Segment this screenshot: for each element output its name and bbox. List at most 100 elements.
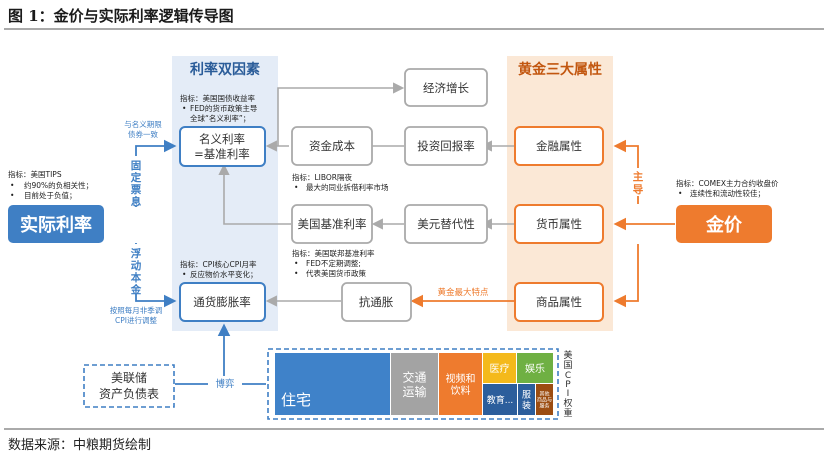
svg-text:息: 息 [131, 195, 142, 208]
inflation-label: 通货膨胀率 [193, 295, 251, 309]
svg-text:FED的货币政策主导: FED的货币政策主导 [190, 103, 258, 113]
nominal-indicator: 指标：美国国债收益率 • FED的货币政策主导 全球“名义利率”； [180, 93, 258, 123]
cpi-weights-treemap: 住宅交通运输视频和饮料医疗娱乐教育...服装其他商品与服务 美 国 C P I … [267, 348, 573, 420]
capital-cost-label: 资金成本 [309, 139, 355, 153]
svg-text:P: P [565, 380, 571, 390]
real-rate-label: 实际利率 [20, 214, 92, 236]
investment-return-node: 投资回报率 [404, 126, 488, 166]
cpi-block-education-label: 教育... [487, 394, 514, 406]
financial-attribute-node: 金融属性 [514, 126, 604, 166]
real-rate-indicator-line-1: 指标：美国TIPS [8, 169, 62, 179]
cpi-blocks: 住宅交通运输视频和饮料医疗娱乐教育...服装其他商品与服务 [275, 353, 553, 415]
libor-indicator: 指标：LIBOR隔夜 • 最大的同业拆借利率市场 [292, 172, 389, 192]
svg-text:动: 动 [131, 259, 142, 272]
cpi-block-medical: 医疗 [483, 353, 516, 383]
economic-growth-node: 经济增长 [404, 68, 488, 107]
svg-text:指标：COMEX主力合约收盘价: 指标：COMEX主力合约收盘价 [676, 178, 779, 188]
cpi-block-entertainment-label: 娱乐 [525, 362, 545, 375]
gray-connectors [218, 82, 514, 307]
fixed-term-label: 固 定 票 息 [128, 156, 144, 208]
svg-text:主: 主 [633, 170, 644, 183]
figure-title: 图 1：金价与实际利率逻辑传导图 [8, 7, 234, 25]
cpi-block-medical-label: 医疗 [490, 362, 510, 375]
gold-indicator: 指标：COMEX主力合约收盘价 • 连续性和流动性较佳； [676, 178, 779, 198]
nominal-rate-line-1: 名义利率 [199, 132, 245, 146]
usd-alternative-label: 美元替代性 [417, 217, 475, 231]
maturity-note-line-1: 与名义期限 [124, 119, 162, 129]
svg-text:固: 固 [131, 160, 142, 172]
svg-text:•: • [182, 104, 186, 113]
fed-indicator: 指标：美国联邦基准利率 • FED不定期调整; • 代表美国货币政策 [292, 248, 375, 278]
svg-text:指标：美国国债收益率: 指标：美国国债收益率 [180, 93, 255, 103]
svg-text:指标：美国联邦基准利率: 指标：美国联邦基准利率 [292, 248, 375, 258]
cpi-block-apparel-label: 装 [522, 399, 531, 411]
svg-text:定: 定 [130, 171, 142, 184]
svg-text:指标：LIBOR隔夜: 指标：LIBOR隔夜 [292, 172, 353, 182]
us-base-rate-node: 美国基准利率 [291, 204, 373, 244]
svg-text:•: • [294, 183, 298, 192]
svg-text:I: I [567, 389, 570, 399]
svg-text:本: 本 [131, 271, 142, 284]
svg-text:C: C [565, 371, 571, 381]
svg-text:指标：CPI核心CPI月率: 指标：CPI核心CPI月率 [180, 259, 257, 269]
source-note: 数据来源：中粮期货绘制 [8, 437, 151, 453]
cpi-block-housing-label: 住宅 [281, 391, 311, 409]
svg-text:代表美国货币政策: 代表美国货币政策 [306, 268, 366, 278]
gold-attributes-header: 黄金三大属性 [518, 61, 602, 78]
svg-text:票: 票 [131, 184, 142, 196]
cpi-adjust-note-line-2: CPI进行调整 [115, 315, 157, 325]
real-rate-indicator-line-2: 约90%的负相关性； [24, 180, 93, 190]
rate-factors-header: 利率双因素 [190, 61, 260, 78]
cpi-weights-title: 美 国 C P I 权 重 [563, 349, 572, 419]
fed-balance-node: 美联储 资产负债表 [83, 364, 175, 408]
inflation-indicator: 指标：CPI核心CPI月率 • 反应物价水平变化； [180, 259, 258, 279]
svg-text:•: • [294, 269, 298, 278]
svg-text:FED不定期调整;: FED不定期调整; [306, 258, 361, 268]
cpi-block-other-label: 其他 [539, 390, 549, 397]
cpi-block-other-label: 商品与 [537, 396, 552, 403]
investment-return-label: 投资回报率 [417, 139, 475, 153]
svg-text:金: 金 [130, 283, 142, 296]
svg-text:美: 美 [563, 349, 572, 361]
svg-text:最大的同业拆借利率市场: 最大的同业拆借利率市场 [306, 182, 389, 192]
us-base-rate-label: 美国基准利率 [298, 217, 367, 231]
currency-attribute-node: 货币属性 [514, 204, 604, 244]
svg-text:资产负债表: 资产负债表 [99, 387, 159, 401]
maturity-note-line-2: 债券一致 [128, 129, 158, 139]
svg-text:重: 重 [563, 407, 572, 419]
floating-cost-label: 浮 动 本 金 [128, 244, 144, 296]
svg-text:•: • [678, 189, 682, 198]
gold-price-node: 金价 [676, 205, 772, 243]
svg-text:•: • [294, 259, 298, 268]
real-rate-node: 实际利率 [8, 205, 104, 243]
real-rate-indicator-line-3: 目前处于负值； [24, 190, 77, 200]
nominal-rate-node: 名义利率 =基准利率 [179, 126, 266, 167]
commodity-attribute-node: 商品属性 [514, 282, 604, 322]
financial-attribute-label: 金融属性 [536, 139, 582, 153]
usd-alternative-node: 美元替代性 [404, 204, 488, 244]
cpi-block-transport-label: 运输 [402, 384, 426, 399]
svg-text:反应物价水平变化；: 反应物价水平变化； [190, 269, 258, 279]
cpi-block-apparel: 服装 [518, 384, 535, 415]
currency-attribute-label: 货币属性 [536, 217, 582, 231]
svg-text:连续性和流动性较佳；: 连续性和流动性较佳； [690, 188, 765, 198]
svg-text:•: • [182, 270, 186, 279]
svg-text:导: 导 [633, 184, 644, 196]
gold-price-label: 金价 [705, 214, 743, 236]
anti-inflation-label: 抗通胀 [359, 295, 394, 309]
cpi-block-apparel-label: 服 [522, 390, 531, 401]
cpi-block-food-label: 饮料 [451, 384, 471, 397]
dominant-label: 主 导 [631, 168, 645, 196]
cpi-block-other-label: 服务 [539, 402, 549, 409]
game-label: 博弈 [215, 378, 235, 390]
svg-text:美联储: 美联储 [111, 370, 147, 385]
svg-text:全球“名义利率”；: 全球“名义利率”； [190, 113, 250, 123]
capital-cost-node: 资金成本 [291, 126, 373, 166]
cpi-block-transport-label: 交通 [402, 369, 426, 384]
cpi-block-housing: 住宅 [275, 353, 390, 415]
svg-text:权: 权 [563, 397, 572, 409]
